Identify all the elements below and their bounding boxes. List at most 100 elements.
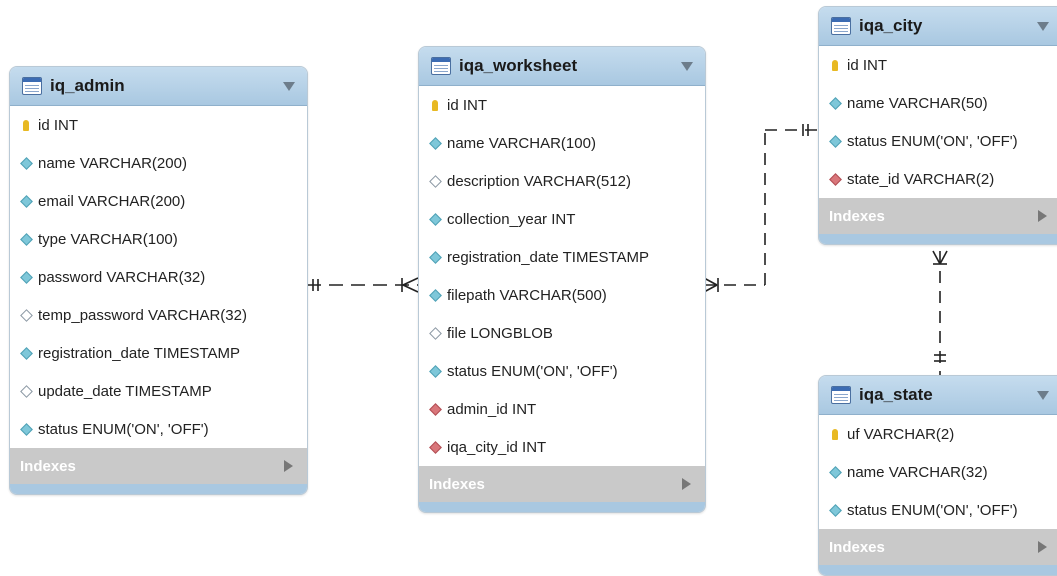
column-text: status ENUM('ON', 'OFF') (38, 420, 209, 438)
relationship-admin-worksheet (307, 277, 419, 293)
indexes-section[interactable]: Indexes (10, 448, 307, 484)
column-row[interactable]: filepath VARCHAR(500) (419, 276, 705, 314)
table-header[interactable]: iq_admin (10, 67, 307, 106)
column-row[interactable]: 🗝 id INT (10, 106, 307, 144)
column-list: 🗝 id INT name VARCHAR(50) status ENUM('ON',… (819, 46, 1057, 198)
column-text: filepath VARCHAR(500) (447, 286, 607, 304)
column-text: name VARCHAR(200) (38, 154, 187, 172)
column-list: 🗝 uf VARCHAR(2) name VARCHAR(32) status ENU… (819, 415, 1057, 529)
table-menu-arrow-icon[interactable] (1037, 22, 1049, 31)
column-text: temp_password VARCHAR(32) (38, 306, 247, 324)
column-row[interactable]: temp_password VARCHAR(32) (10, 296, 307, 334)
table-iq-admin[interactable]: iq_admin 🗝 id INT name VARCHAR(200) email V… (9, 66, 308, 495)
column-row[interactable]: admin_id INT (419, 390, 705, 428)
column-row[interactable]: status ENUM('ON', 'OFF') (419, 352, 705, 390)
column-text: update_date TIMESTAMP (38, 382, 212, 400)
column-icon (828, 503, 842, 517)
table-name: iqa_worksheet (459, 56, 578, 75)
column-text: description VARCHAR(512) (447, 172, 631, 190)
expand-arrow-icon[interactable] (284, 460, 293, 472)
column-list: 🗝id INT name VARCHAR(100) description VARC… (419, 86, 705, 466)
table-iqa-state[interactable]: iqa_state 🗝 uf VARCHAR(2) name VARCHAR(32)… (818, 375, 1057, 576)
table-footer (10, 484, 307, 494)
column-text: name VARCHAR(32) (847, 463, 988, 481)
table-menu-arrow-icon[interactable] (283, 82, 295, 91)
table-iqa-city[interactable]: iqa_city 🗝 id INT name VARCHAR(50) status E… (818, 6, 1057, 245)
indexes-section[interactable]: Indexes (419, 466, 705, 502)
column-text: id INT (38, 116, 79, 134)
indexes-section[interactable]: Indexes (819, 529, 1057, 565)
column-row[interactable]: password VARCHAR(32) (10, 258, 307, 296)
column-icon (828, 96, 842, 110)
foreign-key-icon (428, 440, 442, 454)
column-text: iqa_city_id INT (447, 438, 547, 456)
indexes-label: Indexes (829, 207, 885, 225)
primary-key-icon: 🗝 (829, 59, 841, 71)
column-text: id INT (847, 56, 888, 74)
column-text: admin_id INT (447, 400, 537, 418)
column-row[interactable]: name VARCHAR(100) (419, 124, 705, 162)
column-row[interactable]: 🗝 uf VARCHAR(2) (819, 415, 1057, 453)
column-row[interactable]: iqa_city_id INT (419, 428, 705, 466)
primary-key-icon: 🗝 (20, 119, 32, 131)
table-name: iqa_city (859, 16, 923, 35)
table-header[interactable]: iqa_worksheet (419, 47, 705, 86)
column-row[interactable]: 🗝 id INT (819, 46, 1057, 84)
table-name: iqa_state (859, 385, 933, 404)
nullable-column-icon (19, 384, 33, 398)
table-menu-arrow-icon[interactable] (1037, 391, 1049, 400)
nullable-column-icon (19, 308, 33, 322)
column-row[interactable]: 🗝id INT (419, 86, 705, 124)
column-icon (428, 212, 442, 226)
column-row[interactable]: status ENUM('ON', 'OFF') (10, 410, 307, 448)
column-text: uf VARCHAR(2) (847, 425, 955, 443)
column-text: name VARCHAR(100) (447, 134, 596, 152)
column-icon (428, 288, 442, 302)
indexes-label: Indexes (829, 538, 885, 556)
expand-arrow-icon[interactable] (682, 478, 691, 490)
table-icon (831, 386, 851, 404)
column-icon (428, 364, 442, 378)
column-row[interactable]: registration_date TIMESTAMP (419, 238, 705, 276)
column-icon (828, 134, 842, 148)
table-footer (819, 565, 1057, 575)
column-icon (428, 136, 442, 150)
column-row[interactable]: state_id VARCHAR(2) (819, 160, 1057, 198)
table-header[interactable]: iqa_state (819, 376, 1057, 415)
column-row[interactable]: description VARCHAR(512) (419, 162, 705, 200)
table-header[interactable]: iqa_city (819, 7, 1057, 46)
column-row[interactable]: update_date TIMESTAMP (10, 372, 307, 410)
column-text: state_id VARCHAR(2) (847, 170, 995, 188)
column-row[interactable]: name VARCHAR(32) (819, 453, 1057, 491)
table-iqa-worksheet[interactable]: iqa_worksheet 🗝id INT name VARCHAR(100) de… (418, 46, 706, 513)
column-icon (19, 156, 33, 170)
nullable-column-icon (428, 174, 442, 188)
table-footer (419, 502, 705, 512)
column-row[interactable]: collection_year INT (419, 200, 705, 238)
column-text: name VARCHAR(50) (847, 94, 988, 112)
column-icon (19, 232, 33, 246)
column-icon (19, 422, 33, 436)
expand-arrow-icon[interactable] (1038, 541, 1047, 553)
column-row[interactable]: name VARCHAR(50) (819, 84, 1057, 122)
column-row[interactable]: name VARCHAR(200) (10, 144, 307, 182)
column-text: status ENUM('ON', 'OFF') (847, 501, 1018, 519)
indexes-label: Indexes (429, 475, 485, 493)
column-text: status ENUM('ON', 'OFF') (447, 362, 618, 380)
primary-key-icon: 🗝 (829, 428, 841, 440)
indexes-section[interactable]: Indexes (819, 198, 1057, 234)
table-menu-arrow-icon[interactable] (681, 62, 693, 71)
column-row[interactable]: status ENUM('ON', 'OFF') (819, 491, 1057, 529)
column-row[interactable]: email VARCHAR(200) (10, 182, 307, 220)
column-text: password VARCHAR(32) (38, 268, 206, 286)
column-text: registration_date TIMESTAMP (447, 248, 650, 266)
relationship-city-worksheet (703, 124, 818, 293)
column-row[interactable]: file LONGBLOB (419, 314, 705, 352)
column-row[interactable]: registration_date TIMESTAMP (10, 334, 307, 372)
column-icon (19, 194, 33, 208)
expand-arrow-icon[interactable] (1038, 210, 1047, 222)
column-row[interactable]: status ENUM('ON', 'OFF') (819, 122, 1057, 160)
column-row[interactable]: type VARCHAR(100) (10, 220, 307, 258)
